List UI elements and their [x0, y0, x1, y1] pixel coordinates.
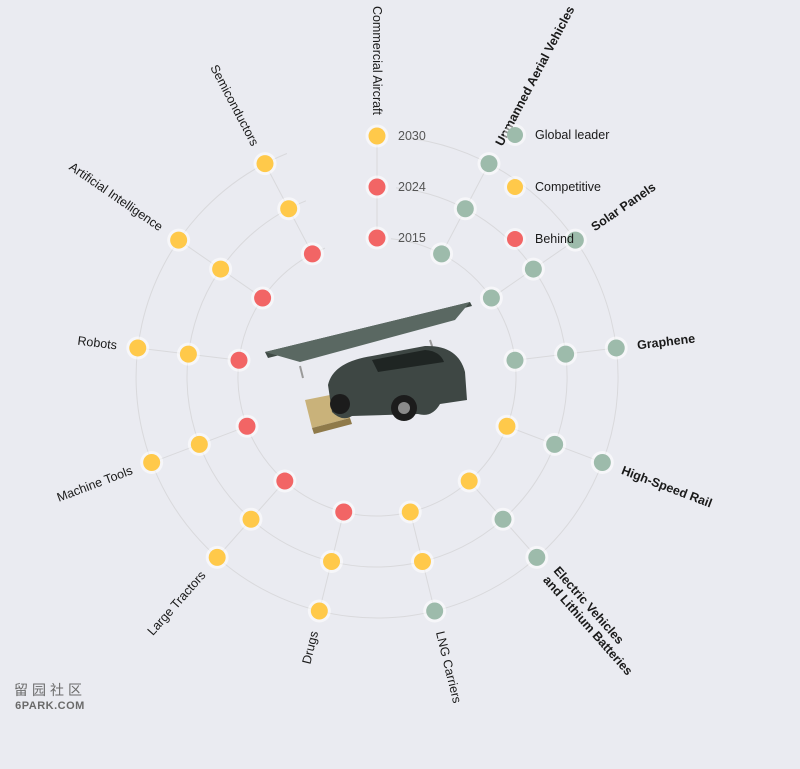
status-node — [477, 152, 501, 176]
status-node — [300, 242, 324, 266]
industry-label: Semiconductors — [207, 62, 261, 148]
legend: Global leader Competitive Behind — [504, 124, 609, 250]
industry-label: LNG Carriers — [433, 630, 464, 705]
status-node — [521, 257, 545, 281]
status-node — [554, 342, 578, 366]
legend-behind-swatch — [507, 231, 523, 247]
status-node — [126, 336, 150, 360]
status-node — [167, 228, 191, 252]
legend-item-competitive: Competitive — [504, 176, 601, 198]
industry-label: Large Tractors — [145, 568, 209, 638]
status-node — [253, 152, 277, 176]
status-node — [525, 545, 549, 569]
status-node — [491, 507, 515, 531]
status-node — [365, 226, 389, 250]
status-node — [227, 348, 251, 372]
status-node — [479, 286, 503, 310]
status-node — [307, 599, 331, 623]
status-node — [495, 414, 519, 438]
watermark-glyphs: 留园社区 — [14, 683, 86, 699]
industry-label: Graphene — [636, 331, 696, 352]
status-nodes — [126, 124, 628, 623]
status-node — [398, 500, 422, 524]
status-node — [209, 257, 233, 281]
status-node — [365, 124, 389, 148]
status-node — [235, 414, 259, 438]
status-node — [239, 507, 263, 531]
industry-label: Drugs — [300, 630, 322, 666]
status-node — [187, 432, 211, 456]
status-node — [140, 450, 164, 474]
status-node — [590, 450, 614, 474]
status-node — [251, 286, 275, 310]
legend-item-behind: Behind — [504, 228, 574, 250]
status-node — [277, 197, 301, 221]
industry-label: Artificial Intelligence — [66, 160, 165, 234]
status-node — [273, 469, 297, 493]
status-node — [563, 228, 587, 252]
legend-item-global: Global leader — [504, 124, 609, 146]
legend-global-label: Global leader — [535, 128, 609, 142]
industry-label: Commercial Aircraft — [370, 6, 384, 116]
ring-year-labels: 2015 2024 2030 — [398, 129, 426, 245]
legend-global-swatch — [507, 127, 523, 143]
status-node — [457, 469, 481, 493]
industry-label: High-Speed Rail — [620, 463, 715, 510]
status-node — [423, 599, 447, 623]
status-node — [453, 197, 477, 221]
year-label-2015: 2015 — [398, 231, 426, 245]
status-node — [604, 336, 628, 360]
status-node — [503, 348, 527, 372]
year-label-2030: 2030 — [398, 129, 426, 143]
status-node — [205, 545, 229, 569]
status-node — [332, 500, 356, 524]
status-node — [365, 175, 389, 199]
industry-label: Robots — [77, 334, 118, 353]
legend-competitive-swatch — [507, 179, 523, 195]
status-node — [543, 432, 567, 456]
legend-behind-label: Behind — [535, 232, 574, 246]
industry-label: Unmanned Aerial Vehicles — [493, 4, 578, 149]
legend-competitive-label: Competitive — [535, 180, 601, 194]
ev-solar-carport-illustration — [265, 302, 472, 434]
status-node — [320, 549, 344, 573]
watermark-text: 6PARK.COM — [15, 700, 85, 712]
industry-label: Machine Tools — [55, 463, 134, 504]
ring-2030 — [135, 136, 619, 619]
status-node — [430, 242, 454, 266]
industry-label: Electric Vehiclesand Lithium Batteries — [540, 564, 646, 678]
status-node — [410, 549, 434, 573]
status-node — [176, 342, 200, 366]
year-label-2024: 2024 — [398, 180, 426, 194]
watermark: 留园社区 6PARK.COM — [10, 680, 90, 712]
